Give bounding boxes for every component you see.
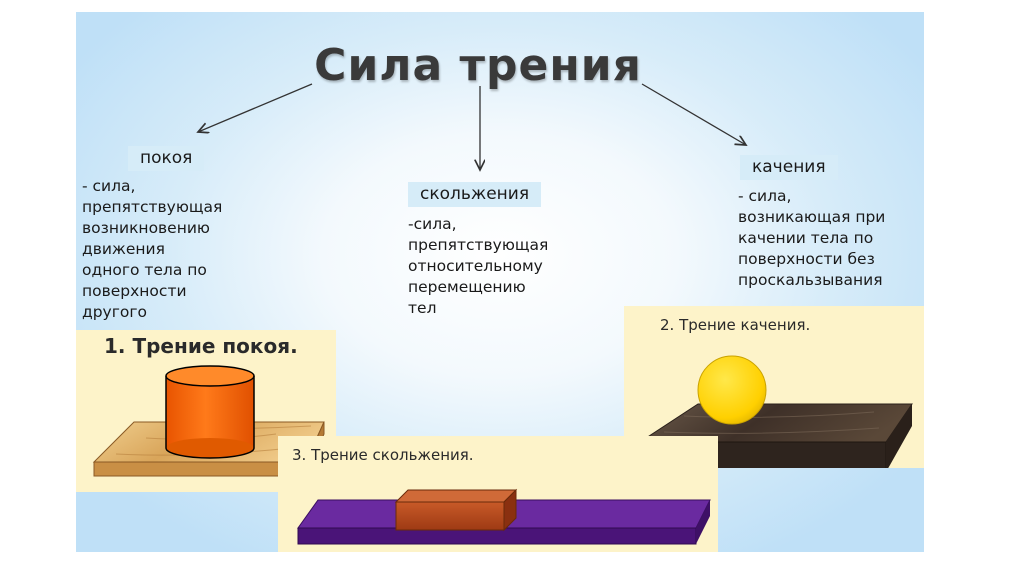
static-caption-text: 1. Трение покоя.	[104, 334, 298, 358]
rolling-caption: 2. Трение качения.	[660, 316, 811, 334]
sliding-line: тел	[408, 299, 437, 317]
rolling-illustration	[638, 355, 913, 468]
static-label: покоя	[128, 146, 205, 171]
rolling-line: возникающая при	[738, 208, 886, 226]
rolling-line: качении тела по	[738, 229, 874, 247]
arrows	[76, 83, 924, 552]
rolling-friction-picture: 2. Трение качения.	[624, 306, 924, 468]
sliding-line: препятствующая	[408, 236, 549, 254]
dark-board-side	[886, 404, 912, 468]
sliding-line: относительному	[408, 257, 543, 275]
rolling-line: проскальзывания	[738, 271, 883, 289]
cylinder-bottom	[166, 438, 254, 458]
slide: Сила трения покоя - сила, препятствующая…	[76, 12, 924, 552]
rolling-line: поверхности без	[738, 250, 875, 268]
sliding-friction-picture: 3. Трение скольжения.	[278, 436, 718, 552]
rolling-label: качения	[740, 155, 838, 180]
static-line: препятствующая	[82, 198, 223, 216]
sliding-line: -сила,	[408, 215, 457, 233]
brick-side	[503, 488, 517, 532]
static-line: одного тела по	[82, 261, 207, 279]
rolling-description: - сила, возникающая при качении тела по …	[738, 186, 885, 291]
sliding-description: -сила, препятствующая относительному пер…	[408, 214, 548, 319]
static-line: - сила,	[82, 177, 136, 195]
dark-board-front	[715, 441, 887, 468]
arrow-to-rolling	[641, 83, 746, 145]
static-line: поверхности	[82, 282, 187, 300]
purple-board-side	[696, 500, 710, 544]
static-caption: 1. Трение покоя.	[104, 334, 298, 358]
rolling-line: - сила,	[738, 187, 792, 205]
static-line: другого	[82, 303, 147, 321]
cylinder-body	[166, 376, 254, 448]
static-line: возникновению	[82, 219, 210, 237]
sliding-line: перемещению	[408, 278, 526, 296]
sliding-illustration	[297, 488, 711, 545]
brick-top	[394, 489, 518, 503]
arrow-to-static	[198, 83, 313, 132]
static-description: - сила, препятствующая возникновению дви…	[82, 176, 222, 323]
static-line: движения	[82, 240, 165, 258]
sliding-caption: 3. Трение скольжения.	[292, 446, 474, 464]
wood-board-front	[93, 461, 307, 477]
brick-front	[395, 501, 505, 531]
sliding-label: скольжения	[408, 182, 542, 207]
cylinder-top	[165, 365, 255, 387]
slide-title: Сила трения	[314, 40, 642, 91]
yellow-ball	[697, 355, 767, 425]
